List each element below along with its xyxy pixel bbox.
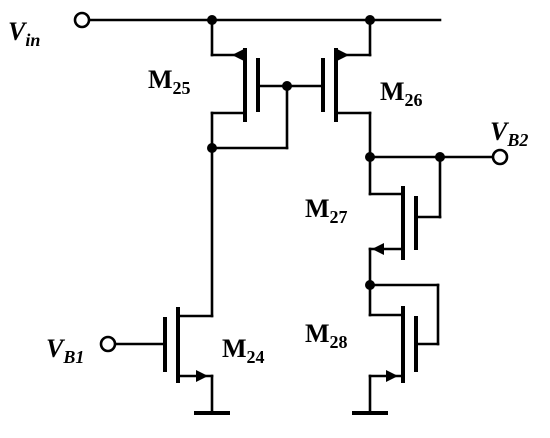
m28-label: M28 — [305, 319, 348, 352]
m27-label: M27 — [305, 194, 348, 227]
m26-source-arrow — [337, 49, 349, 61]
transistor-m28 — [352, 283, 440, 415]
vin-terminal[interactable] — [73, 11, 91, 29]
transistor-m26 — [285, 18, 372, 159]
m25-label: M25 — [148, 65, 191, 98]
vb2-terminal[interactable] — [491, 148, 509, 166]
vb1-terminal[interactable] — [99, 335, 117, 353]
transistor-m24 — [113, 146, 230, 415]
vb2-label: VB2 — [490, 117, 528, 150]
m24-source-arrow — [196, 370, 208, 382]
transistor-m25 — [210, 18, 289, 150]
transistor-m27 — [368, 155, 442, 287]
m24-label: M24 — [222, 334, 265, 367]
vb1-label: VB1 — [46, 334, 84, 367]
m25-source-arrow — [232, 49, 244, 61]
m27-drain-arrow — [372, 243, 384, 255]
m28-source-arrow — [386, 370, 398, 382]
vin-label: Vin — [8, 17, 40, 50]
m26-label: M26 — [380, 77, 423, 110]
